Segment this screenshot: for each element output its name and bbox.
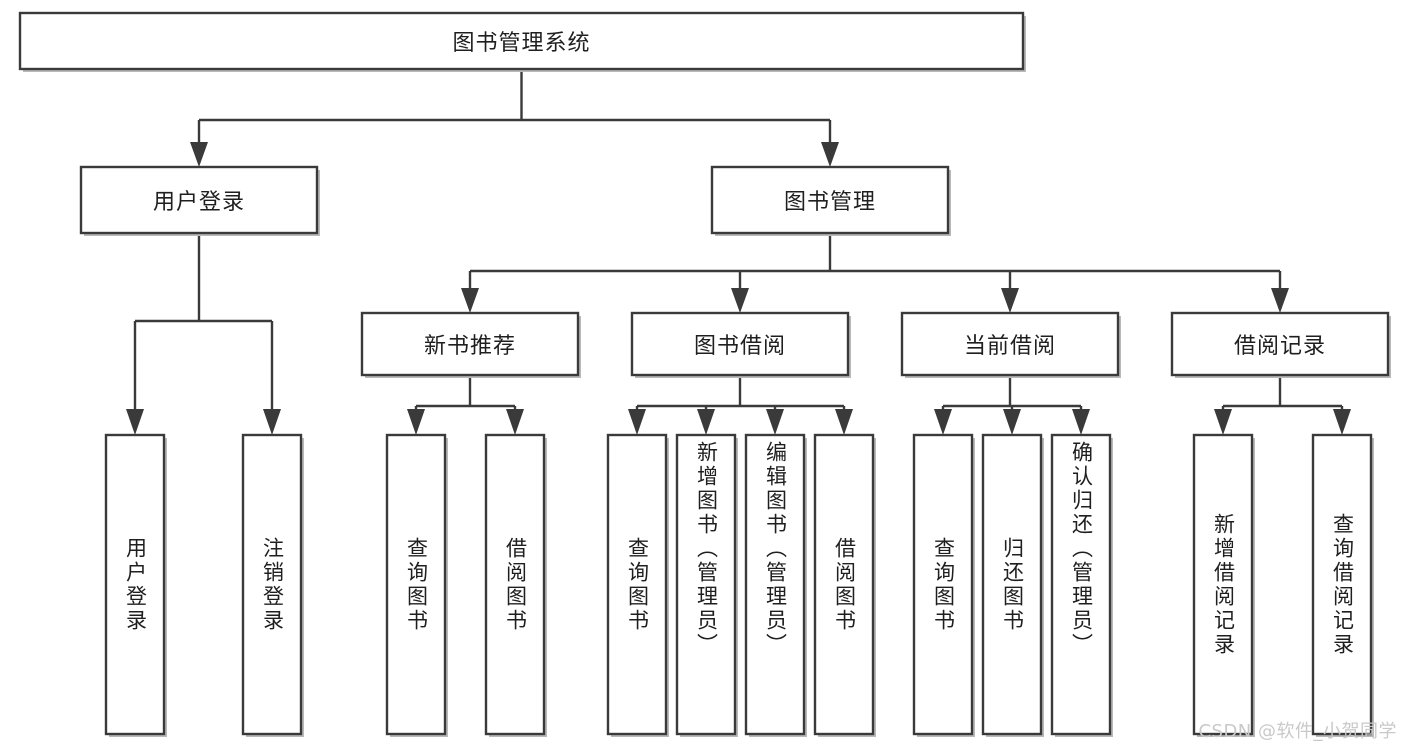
node-layer [18,11,1391,737]
arrowhead-book-manage [821,142,839,167]
node-box-user-login[interactable] [79,165,319,235]
arrowhead-leaf-query-borrow-record [1333,409,1351,435]
node-box-leaf-borrow-book[interactable] [813,433,875,736]
node-box-new-book-rec[interactable] [360,311,580,377]
node-box-leaf-query-borrow-record[interactable] [1311,433,1373,736]
arrowhead-leaf-query-book-rec [407,409,425,435]
arrowhead-leaf-query-book-current [934,409,952,435]
arrowhead-leaf-user-login [126,409,144,435]
node-box-leaf-add-book[interactable] [675,433,737,736]
arrowhead-current-borrow [1001,288,1019,313]
arrowhead-leaf-return-book [1003,409,1021,435]
arrowhead-user-login [190,142,208,167]
arrowhead-leaf-add-book [697,409,715,435]
node-box-book-borrow[interactable] [630,311,850,377]
arrowhead-book-borrow [731,288,749,313]
node-box-root[interactable] [18,11,1025,71]
node-box-leaf-return-book[interactable] [981,433,1043,736]
connector-layer [126,69,1351,435]
arrowhead-borrow-record [1271,288,1289,313]
node-box-book-manage[interactable] [710,165,950,235]
node-box-leaf-borrow-book-rec[interactable] [484,433,546,736]
node-box-leaf-user-login[interactable] [104,433,166,736]
node-box-leaf-query-book-rec[interactable] [385,433,447,736]
node-box-leaf-edit-book[interactable] [744,433,806,736]
node-box-borrow-record[interactable] [1170,311,1390,377]
arrowhead-leaf-add-borrow-record [1214,409,1232,435]
node-box-leaf-confirm-return[interactable] [1050,433,1112,736]
arrowhead-leaf-query-book-borrow [628,409,646,435]
arrowhead-leaf-user-logout [263,409,281,435]
arrowhead-leaf-borrow-book-rec [506,409,524,435]
node-box-leaf-user-logout[interactable] [241,433,303,736]
node-box-leaf-query-book-borrow[interactable] [606,433,668,736]
arrowhead-leaf-confirm-return [1072,409,1090,435]
node-box-leaf-add-borrow-record[interactable] [1192,433,1254,736]
arrowhead-leaf-edit-book [766,409,784,435]
node-box-leaf-query-book-current[interactable] [912,433,974,736]
watermark-text: CSDN @软件_小贺同学 [1198,721,1397,742]
arrowhead-leaf-borrow-book [835,409,853,435]
node-box-current-borrow[interactable] [900,311,1120,377]
arrowhead-new-book-rec [461,288,479,313]
